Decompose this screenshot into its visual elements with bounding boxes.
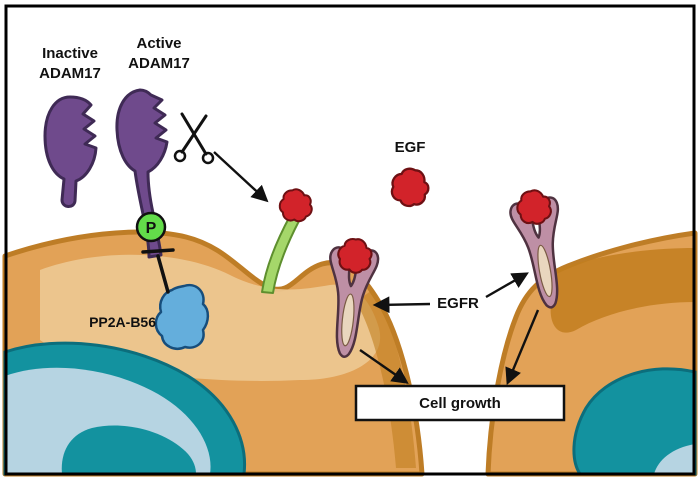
cell-growth-rect bbox=[354, 384, 566, 422]
phospho-circle bbox=[135, 211, 167, 243]
inactive-adam17 bbox=[43, 95, 98, 208]
phospho-group: P bbox=[135, 211, 167, 243]
left-cell-shading bbox=[356, 290, 416, 468]
arrow-cleavage bbox=[213, 151, 269, 203]
inactive-adam17-shape bbox=[43, 95, 98, 208]
active-adam17-shape bbox=[115, 88, 169, 259]
egfr-label: EGFR bbox=[437, 295, 479, 312]
left-nucleolus bbox=[61, 425, 196, 474]
pp2a-blob bbox=[154, 283, 210, 351]
active-adam17 bbox=[115, 88, 169, 259]
arrows bbox=[213, 151, 540, 386]
phospho-label: P bbox=[146, 220, 157, 237]
diagram-frame bbox=[4, 4, 696, 476]
arrow-egfr-left bbox=[372, 296, 431, 314]
labels: Inactive ADAM17 Active ADAM17 EGF EGFR P… bbox=[39, 35, 479, 330]
egf-label: EGF bbox=[395, 139, 426, 156]
cell-growth-label: Cell growth bbox=[419, 395, 501, 412]
pp2a-label: PP2A-B56 bbox=[89, 314, 156, 330]
scissors-icon bbox=[173, 112, 215, 165]
pp2a-complex bbox=[154, 283, 210, 351]
arrow-growth-right bbox=[505, 309, 540, 386]
right-cell-shading bbox=[550, 248, 695, 333]
arrow-growth-left bbox=[359, 349, 409, 384]
cell-growth-box: Cell growth bbox=[354, 384, 566, 422]
left-cell bbox=[2, 229, 425, 477]
active-adam17-label-2: ADAM17 bbox=[128, 55, 190, 72]
inactive-adam17-label-1: Inactive bbox=[42, 45, 98, 62]
cleaved-egf-stalk bbox=[261, 186, 315, 294]
inactive-adam17-label-2: ADAM17 bbox=[39, 65, 101, 82]
right-nucleus bbox=[572, 367, 697, 476]
inhibition-tbar bbox=[141, 248, 175, 294]
arrow-egfr-right bbox=[485, 272, 529, 299]
active-adam17-label-1: Active bbox=[136, 35, 181, 52]
right-nucleus-inner bbox=[654, 444, 695, 474]
